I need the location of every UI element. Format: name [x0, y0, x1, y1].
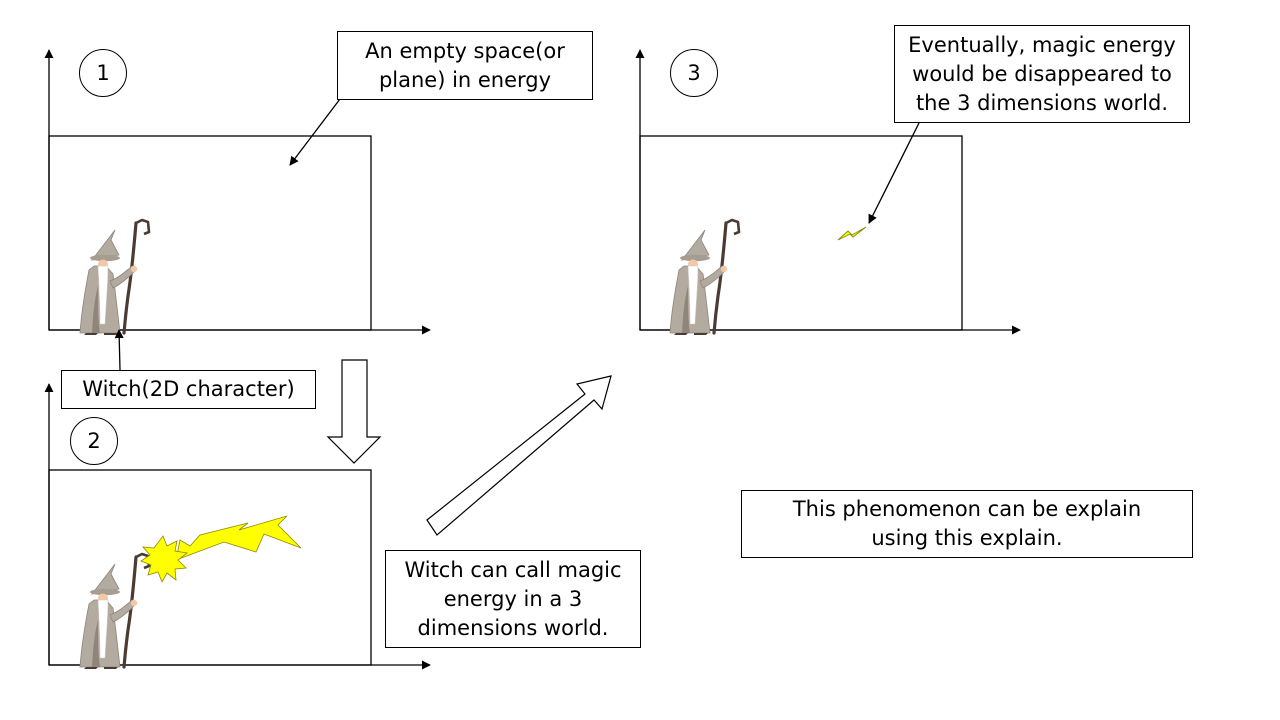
- witch-icon: [668, 218, 741, 337]
- diagonal-block-arrow: [426, 375, 612, 536]
- witch-icon: [78, 218, 151, 337]
- panel-number: 3: [687, 61, 701, 85]
- callout-line: An empty space(or: [365, 38, 565, 63]
- down-block-arrow: [326, 359, 382, 464]
- panel-2: [44, 383, 431, 671]
- panel-number: 1: [96, 61, 110, 85]
- panel-3: [635, 49, 1021, 337]
- panel-number: 2: [87, 429, 101, 453]
- callout-line: the 3 dimensions world.: [915, 90, 1169, 115]
- spark-burst-icon: [140, 535, 188, 583]
- energy-plane: [48, 135, 372, 331]
- callout-witch-call: Witch can call magic energy in a 3 dimen…: [385, 550, 641, 648]
- callout-phenomenon: This phenomenon can be explain using thi…: [741, 490, 1193, 558]
- callout-arrow-disappear: [868, 122, 920, 224]
- witch-icon: [78, 552, 151, 671]
- callout-line: This phenomenon can be explain: [792, 497, 1142, 521]
- callout-line: Witch(2D character): [82, 377, 295, 401]
- energy-plane: [48, 469, 372, 666]
- callout-line: dimensions world.: [417, 615, 609, 640]
- callout-arrow-witch: [114, 329, 124, 371]
- panel-1: [44, 49, 431, 371]
- panel-number-badge: 3: [670, 49, 718, 97]
- callout-arrow-empty-space: [289, 98, 341, 166]
- lightning-bolt-icon: [175, 515, 302, 561]
- callout-line: Eventually, magic energy: [908, 32, 1176, 57]
- callout-line: would be disappeared to: [912, 61, 1172, 86]
- small-lightning-icon: [837, 226, 867, 241]
- energy-plane: [639, 135, 963, 331]
- panel-number-badge: 1: [79, 49, 127, 97]
- panel-number-badge: 2: [70, 417, 118, 465]
- callout-witch: Witch(2D character): [61, 370, 316, 409]
- callout-line: plane) in energy: [378, 67, 552, 92]
- callout-line: using this explain.: [871, 526, 1063, 550]
- callout-line: Witch can call magic: [404, 557, 622, 582]
- callout-empty-space: An empty space(or plane) in energy: [337, 31, 593, 100]
- callout-line: energy in a 3: [443, 586, 583, 611]
- callout-disappear: Eventually, magic energy would be disapp…: [894, 25, 1190, 123]
